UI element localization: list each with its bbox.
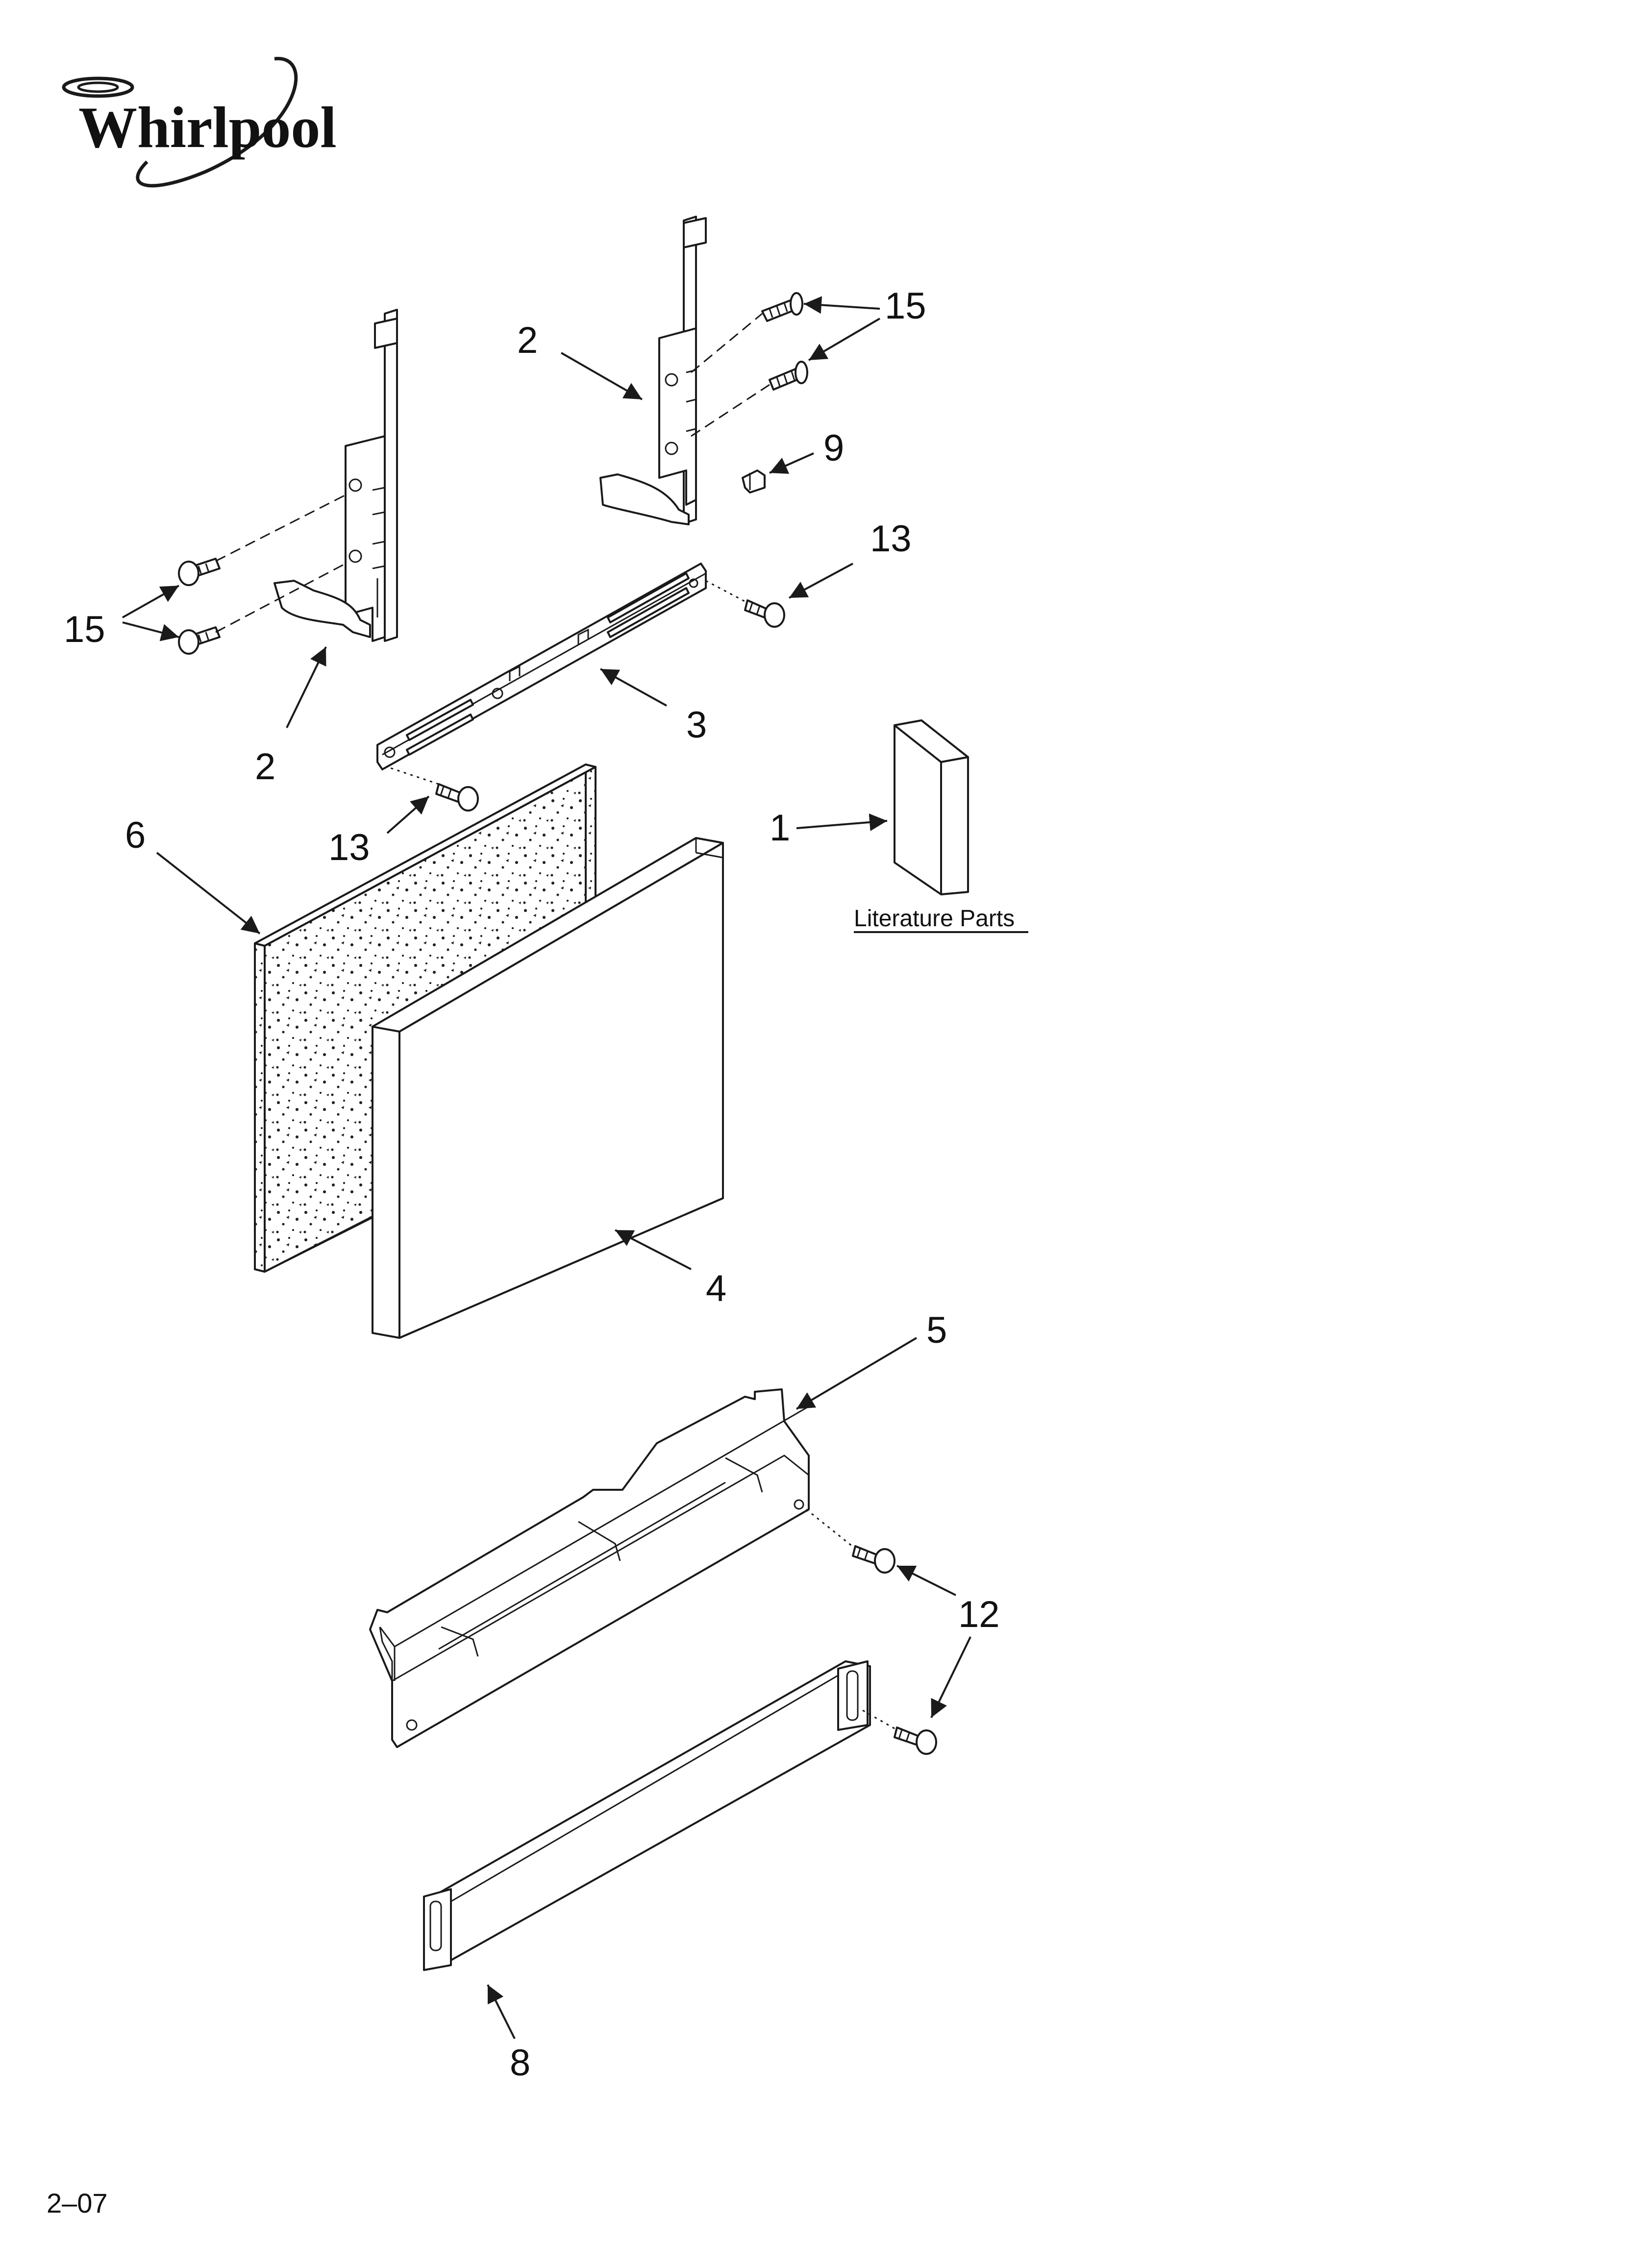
callout-3: 3 (686, 704, 707, 746)
callout-15-right: 15 (885, 285, 926, 327)
screw-13-left-icon (435, 783, 479, 812)
screw-15-left-a-icon (178, 558, 221, 586)
page-code: 2–07 (47, 2188, 108, 2219)
part-1-literature (894, 719, 969, 895)
callout-4: 4 (706, 1268, 726, 1309)
screw-15-upper-right-b-icon (769, 361, 808, 391)
screw-15-upper-right-a-icon (761, 292, 803, 322)
literature-parts-label: Literature Parts (854, 906, 1028, 933)
callout-13-left: 13 (328, 827, 370, 868)
screw-12-lower-icon (894, 1726, 937, 1755)
callout-15-left: 15 (64, 609, 105, 650)
literature-parts-text: Literature Parts (854, 906, 1015, 932)
part-5-toe-bracket (369, 1388, 810, 1748)
screw-13-right-icon (744, 599, 785, 628)
screw-12-upper-icon (852, 1545, 895, 1574)
part-4-door-panel (372, 837, 724, 1339)
part-3-mounting-rail (376, 563, 707, 770)
leader-lines (122, 296, 971, 2039)
callout-5: 5 (926, 1309, 947, 1351)
callout-13-right: 13 (870, 518, 912, 560)
callout-2-right: 2 (517, 320, 538, 361)
alignment-lines (215, 313, 897, 1731)
screw-15-left-b-icon (178, 626, 221, 655)
part-8-toe-plate (423, 1660, 871, 1971)
logo-swirl-icon (62, 76, 134, 98)
callouts: 2 15 9 13 15 2 3 13 6 1 4 5 12 8 (64, 285, 1000, 2084)
whirlpool-logo: Whirlpool (62, 57, 337, 188)
clip-9-icon (742, 469, 766, 493)
part-2-left-hinge (274, 309, 398, 642)
callout-1: 1 (770, 807, 790, 849)
logo-wordmark: Whirlpool (78, 95, 337, 160)
callout-6: 6 (125, 814, 146, 856)
callout-12: 12 (958, 1594, 1000, 1635)
callout-9: 9 (823, 427, 844, 469)
callout-8: 8 (510, 2042, 530, 2084)
callout-2-left: 2 (255, 746, 275, 788)
part-2-right-hinge (599, 216, 707, 525)
